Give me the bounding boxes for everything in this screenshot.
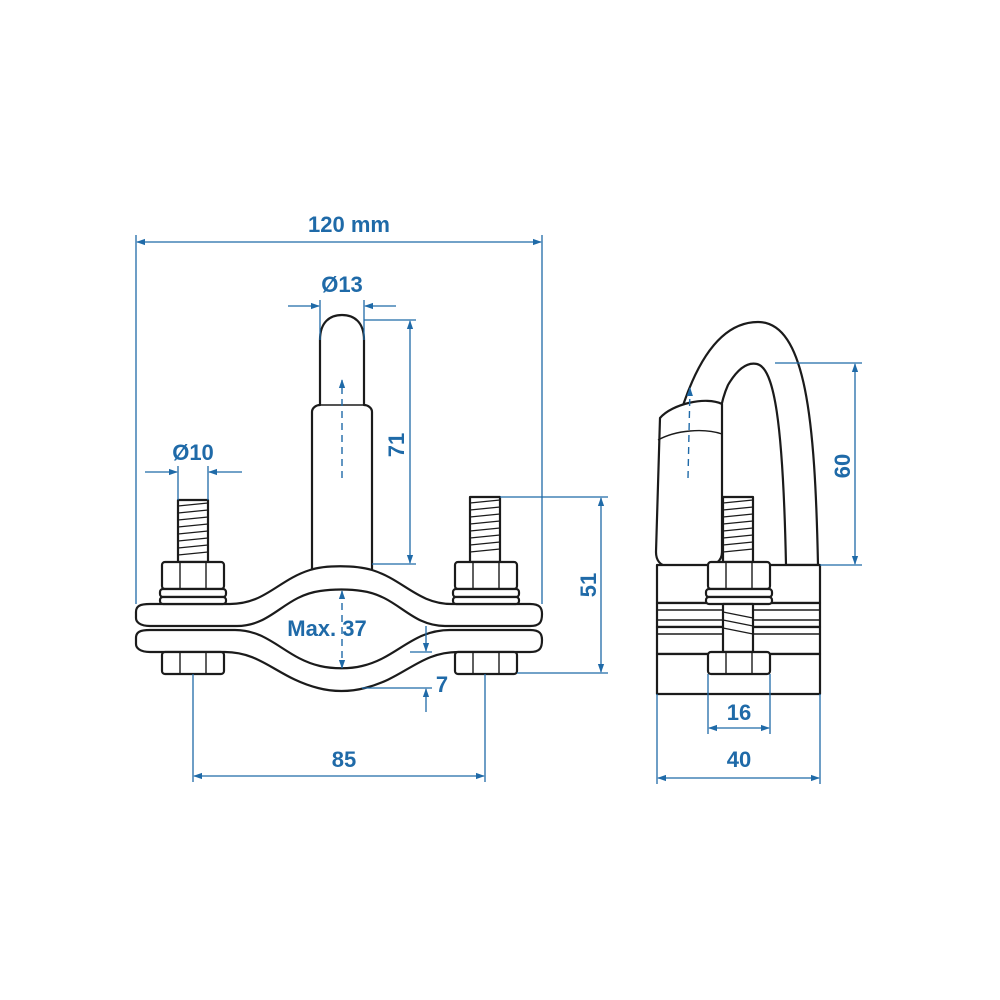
lower-clamp-plate	[134, 628, 544, 693]
clamp-opening-label: Max. 37	[287, 616, 367, 641]
pin-diameter-label: Ø13	[321, 272, 363, 297]
vertical-pin	[310, 313, 374, 587]
right-top-nut	[453, 560, 519, 591]
left-top-nut	[160, 560, 226, 591]
upper-clamp-plate	[134, 565, 544, 628]
side-bolt	[704, 495, 774, 676]
right-bottom-nut	[453, 650, 519, 676]
side-dimensions: 60 16 40	[656, 362, 862, 784]
front-dimensions: 120 mm Ø13 Ø10 71 Max. 37 7 51	[135, 212, 608, 782]
total-width-label: 120 mm	[308, 212, 390, 237]
side-height-label: 60	[830, 454, 855, 478]
right-washer	[451, 587, 521, 599]
side-view	[654, 320, 822, 696]
side-bottom-nut	[706, 650, 772, 676]
left-bottom-nut	[160, 650, 226, 676]
bolt-spacing-label: 85	[332, 747, 356, 772]
bolt-diameter-label: Ø10	[172, 440, 214, 465]
pin-height-label: 71	[384, 433, 409, 457]
side-width-label: 40	[727, 747, 751, 772]
front-view	[134, 313, 544, 693]
side-top-nut	[706, 560, 772, 591]
side-bent-pin	[654, 320, 820, 568]
side-bolt-width-label: 16	[727, 700, 751, 725]
plate-thickness-label: 7	[436, 672, 448, 697]
left-bolt	[158, 498, 228, 676]
right-bolt	[451, 495, 521, 676]
side-pin-axis-line	[686, 387, 693, 479]
left-washer	[158, 587, 228, 599]
bolt-height-label: 51	[576, 573, 601, 597]
